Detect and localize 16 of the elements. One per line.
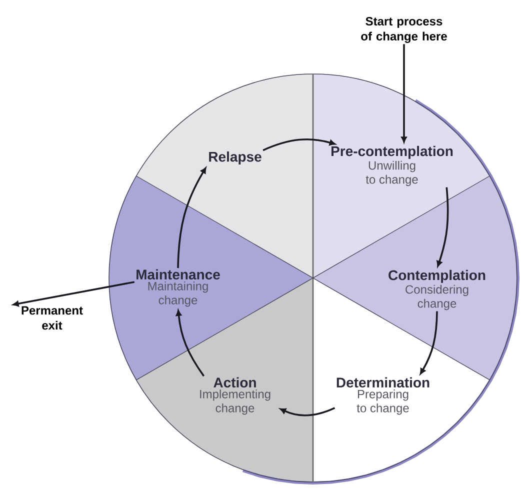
arrow: [401, 44, 407, 143]
arrow: [12, 281, 135, 307]
stage-label: Maintenance Maintaining change: [136, 269, 220, 307]
stage-label: Pre-contemplation Unwilling to change: [332, 146, 453, 186]
note-text: Start process of change here: [361, 17, 447, 43]
arrow: [262, 138, 336, 152]
stage-label: Contemplation Considering change: [388, 270, 486, 310]
stage-label: Determination Preparing to change: [336, 377, 430, 415]
arrow: [280, 407, 336, 416]
arrow: [436, 187, 449, 267]
stage-label: Action Implementing change: [200, 377, 270, 415]
arrow: [177, 167, 206, 268]
arrow: [176, 310, 205, 377]
stage-label: Relapse: [209, 151, 262, 164]
arrow: [420, 311, 438, 374]
note-text: Permanent exit: [22, 306, 83, 330]
